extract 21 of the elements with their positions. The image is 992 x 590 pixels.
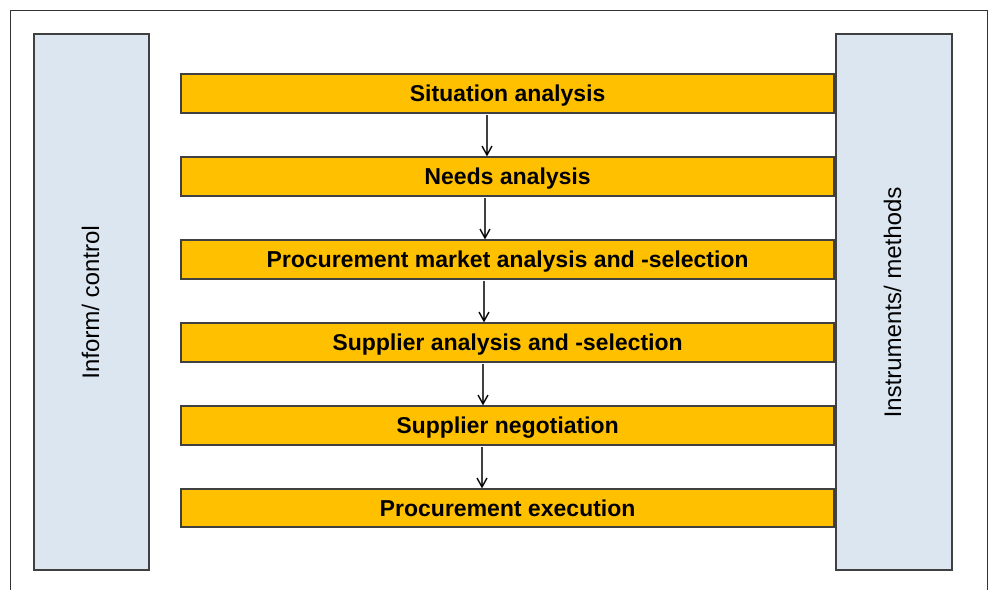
step-label: Situation analysis <box>410 79 606 108</box>
step-label: Supplier analysis and -selection <box>332 328 683 358</box>
process-step-bar <box>180 239 835 280</box>
arrow <box>478 281 490 322</box>
step-label: Supplier negotiation <box>396 411 619 440</box>
step-label: Needs analysis <box>424 162 591 192</box>
side-panel <box>835 33 953 571</box>
process-step-bar <box>180 405 835 446</box>
process-step-bar <box>180 322 835 363</box>
arrow <box>479 198 491 239</box>
arrow <box>476 447 488 488</box>
side-panel <box>33 33 150 571</box>
arrow <box>481 115 493 156</box>
process-step-bar <box>180 488 835 528</box>
step-label: Procurement market analysis and -selection <box>266 245 748 274</box>
process-step-bar <box>180 73 835 114</box>
panel-label: Inform/ control <box>78 225 104 379</box>
step-label: Procurement execution <box>380 494 636 523</box>
process-step-bar <box>180 156 835 197</box>
arrow <box>477 364 489 405</box>
panel-label: Instruments/ methods <box>880 186 907 418</box>
